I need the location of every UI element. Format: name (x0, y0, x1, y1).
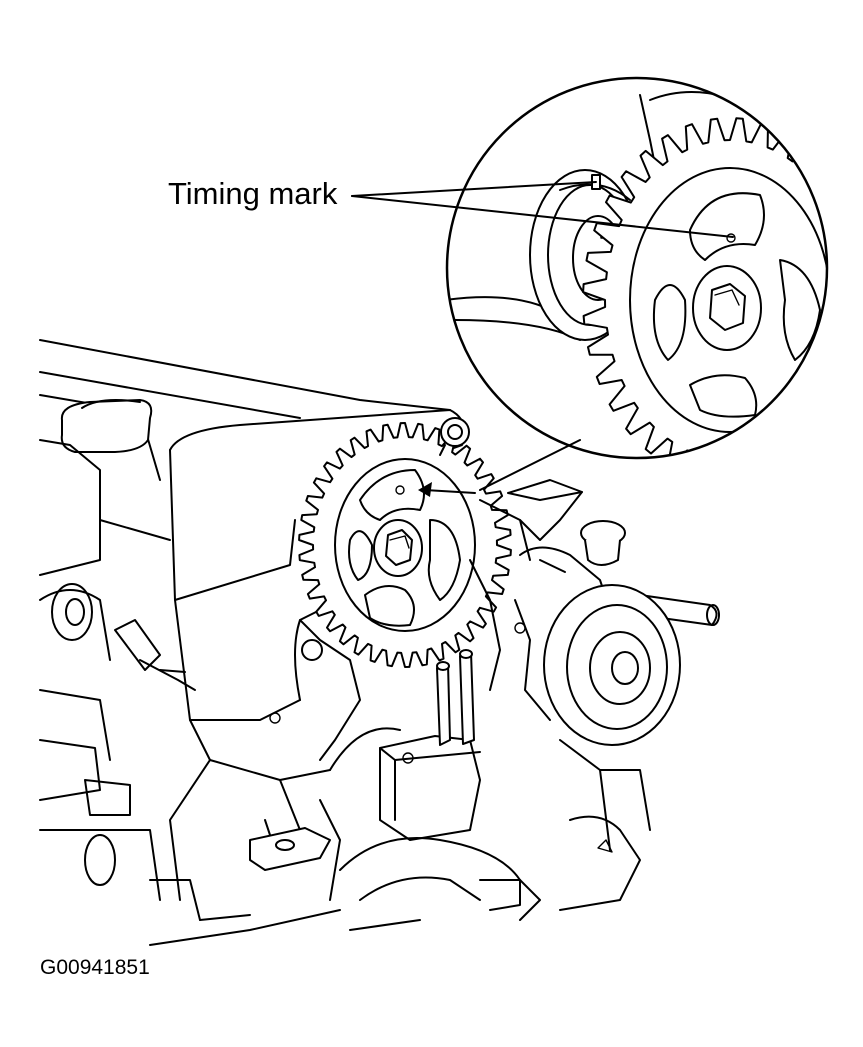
timing-arrow (424, 489, 476, 494)
leader-line (351, 195, 734, 238)
engine-block (39, 339, 466, 946)
timing-mark-dot (395, 485, 405, 495)
timing-mark-label: Timing mark (168, 176, 338, 211)
sprocket-window (348, 530, 373, 581)
cover-lug (439, 417, 470, 456)
engine-mount (249, 649, 521, 931)
sprocket-window (364, 585, 415, 627)
mount-stud (459, 651, 475, 745)
figure-code: G00941851 (40, 956, 150, 979)
camshaft-sprocket (298, 422, 512, 668)
arrow-head-icon (418, 482, 432, 497)
timing-mark-callout: Timing mark (168, 176, 734, 238)
timing-mark-dot-detail (726, 233, 736, 243)
mount-stud (436, 663, 451, 746)
detail-magnifier (445, 76, 829, 491)
magnifier-leader (479, 439, 581, 491)
leader-line (351, 181, 597, 197)
sprocket-window (427, 519, 461, 601)
sprocket-window (359, 469, 425, 521)
right-components (469, 479, 720, 921)
